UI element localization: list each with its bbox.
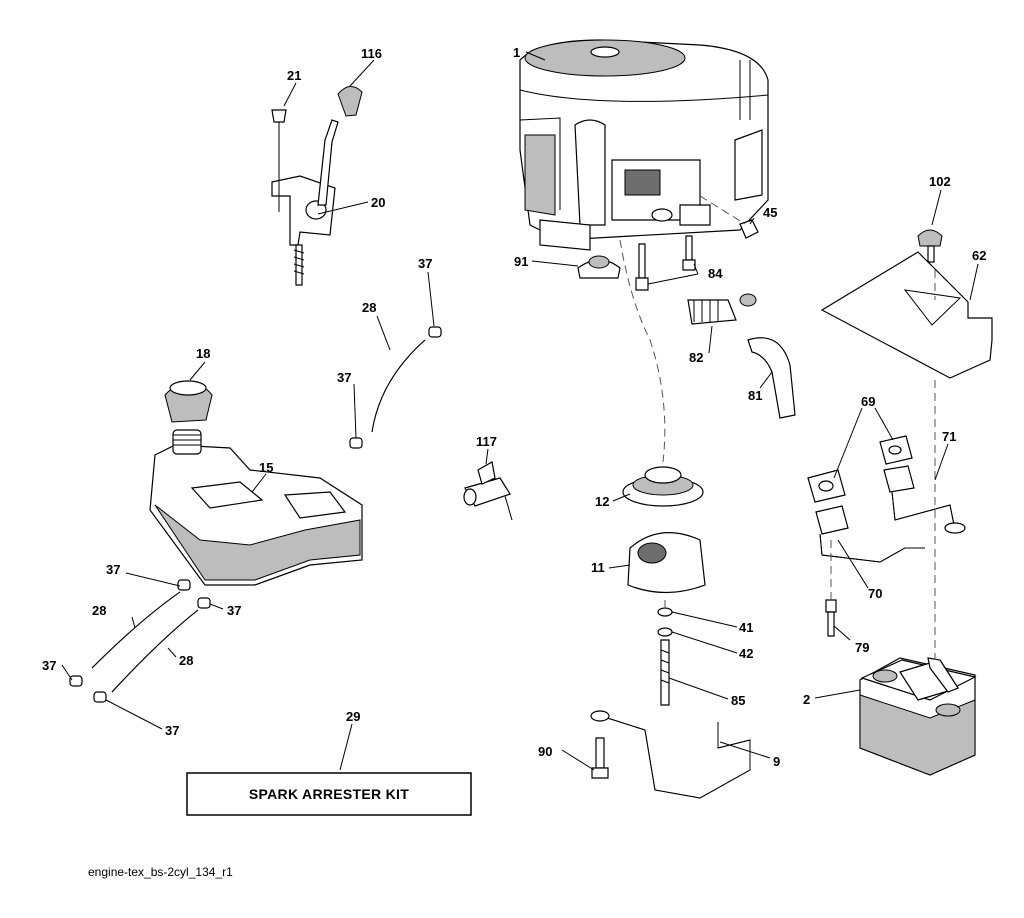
callout-37b: 37 (337, 370, 351, 385)
engine-part (519, 39, 769, 251)
fuel-valve-part (463, 461, 513, 521)
assembly-lines (619, 195, 936, 660)
callout-90: 90 (538, 744, 552, 759)
callout-37e: 37 (42, 658, 56, 673)
muffler-part (859, 657, 977, 776)
fuel-tank-part (149, 380, 363, 586)
callout-41: 41 (739, 620, 753, 635)
callout-28b: 28 (92, 603, 106, 618)
callout-70: 70 (868, 586, 882, 601)
callout-2: 2 (803, 692, 810, 707)
spark-arrester-kit-box: SPARK ARRESTER KIT (186, 772, 472, 816)
callout-37c: 37 (106, 562, 120, 577)
callout-9: 9 (773, 754, 780, 769)
callout-37d: 37 (227, 603, 241, 618)
callout-91: 91 (514, 254, 528, 269)
callout-21: 21 (287, 68, 301, 83)
callout-71: 71 (942, 429, 956, 444)
heat-shield-part (820, 251, 993, 379)
leader-lines (61, 51, 979, 771)
throttle-control-part (271, 86, 363, 286)
pto-clutch-part (622, 466, 706, 706)
callout-15: 15 (259, 460, 273, 475)
bracket-part (590, 710, 751, 799)
spark-arrester-kit-label: SPARK ARRESTER KIT (249, 786, 409, 802)
callout-79: 79 (855, 640, 869, 655)
callout-42: 42 (739, 646, 753, 661)
callout-11: 11 (591, 560, 605, 575)
callout-85: 85 (731, 693, 745, 708)
callout-45: 45 (763, 205, 777, 220)
callout-28a: 28 (362, 300, 376, 315)
callout-12: 12 (595, 494, 609, 509)
callout-labels: 1 116 21 20 45 102 37 28 91 84 62 18 37 … (42, 45, 986, 769)
callout-20: 20 (371, 195, 385, 210)
callout-117: 117 (476, 434, 497, 449)
callout-84: 84 (708, 266, 723, 281)
callout-116: 116 (361, 46, 382, 61)
callout-102: 102 (929, 174, 951, 189)
callout-82: 82 (689, 350, 703, 365)
callout-29: 29 (346, 709, 360, 724)
intake-part (687, 293, 796, 419)
callout-69: 69 (861, 394, 875, 409)
callout-37a: 37 (418, 256, 432, 271)
callout-62: 62 (972, 248, 986, 263)
exhaust-pipes-part (807, 435, 966, 563)
callout-37f: 37 (165, 723, 179, 738)
fuel-lines-part (69, 326, 442, 703)
callout-28c: 28 (179, 653, 193, 668)
fasteners-part (577, 219, 943, 637)
callout-18: 18 (196, 346, 210, 361)
callout-1: 1 (513, 45, 520, 60)
diagram-caption: engine-tex_bs-2cyl_134_r1 (88, 865, 233, 879)
callout-81: 81 (748, 388, 762, 403)
